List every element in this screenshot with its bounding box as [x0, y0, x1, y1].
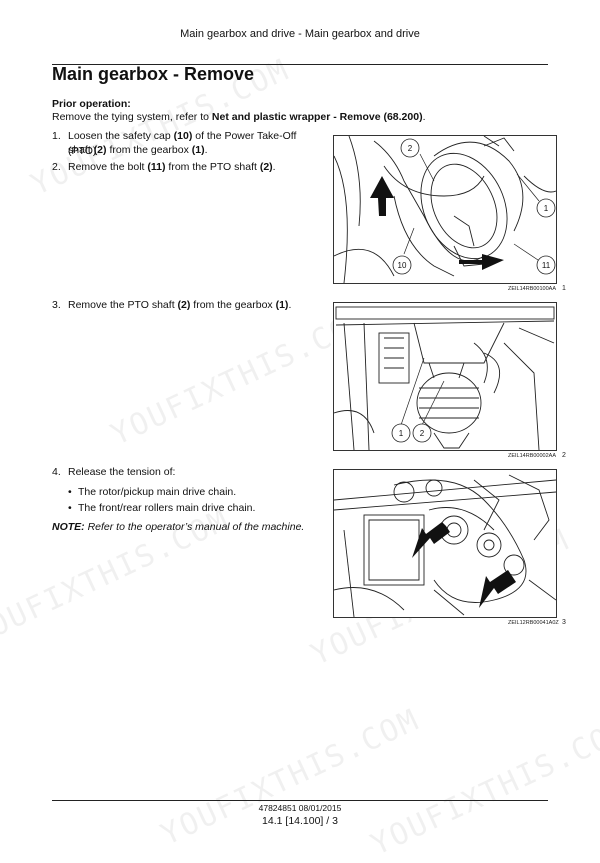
watermark: YOUFIXTHIS.COM: [365, 712, 600, 863]
step-text: Loosen the safety cap (10) of the Power …: [68, 130, 297, 157]
figure-1-number: 1: [562, 285, 566, 292]
note-text: Refer to the operator’s manual of the ma…: [84, 521, 305, 533]
step-text: Remove the PTO shaft (2) from the gearbo…: [68, 299, 292, 311]
callout-label: 1: [544, 204, 549, 213]
step-number: 3.: [52, 299, 61, 311]
list-item-text: The rotor/pickup main drive chain.: [78, 486, 237, 498]
callout-label: 1: [399, 429, 404, 438]
step-text: Remove the bolt (11) from the PTO shaft …: [68, 161, 276, 173]
list-item-text: The front/rear rollers main drive chain.: [78, 502, 256, 514]
callout-label: 2: [408, 144, 413, 153]
step-4: 4. Release the tension of:: [52, 465, 322, 480]
callout-2: [400, 138, 420, 158]
figure-2-number: 2: [562, 452, 566, 459]
figure-2-illustration: 1 2: [333, 302, 557, 451]
callout-1: [536, 198, 556, 218]
callout-2: [412, 423, 432, 443]
header-rule: [52, 64, 548, 65]
step-2: 2. Remove the bolt (11) from the PTO sha…: [52, 160, 322, 175]
step-number: 1.: [52, 130, 61, 142]
figure-3-number: 3: [562, 619, 566, 626]
note-label: NOTE:: [52, 521, 85, 533]
callout-label: 2: [420, 429, 425, 438]
callout-label: 10: [398, 261, 407, 270]
figure-3-illustration: [333, 469, 557, 618]
prior-operation-prefix: Remove the tying system, refer to: [52, 111, 212, 123]
step-number: 4.: [52, 466, 61, 478]
drive-chains-drawing: [334, 474, 556, 617]
figure-3-code: ZEIL12RB00041A0Z: [508, 620, 559, 626]
pto-shaft-gearbox-drawing: 2 1 10 11: [334, 136, 556, 283]
callout-11: [536, 255, 556, 275]
callout-label: 11: [542, 261, 551, 270]
running-header: Main gearbox and drive - Main gearbox an…: [180, 28, 420, 40]
page-number: 14.1 [14.100] / 3: [262, 815, 338, 827]
step-text-line2: shaft (2) from the gearbox (1).: [68, 144, 208, 156]
prior-operation-text: Remove the tying system, refer to Net an…: [52, 111, 492, 123]
figure-1-code: ZEIL14RB00100AA: [508, 286, 557, 292]
bullet-icon: •: [68, 486, 72, 498]
prior-operation-link[interactable]: Net and plastic wrapper - Remove (68.200…: [211, 111, 423, 123]
step-number: 2.: [52, 161, 61, 173]
prior-operation-label: Prior operation:: [52, 98, 131, 110]
step-text: Release the tension of:: [68, 466, 176, 478]
footer-doc-code: 47824851 08/01/2015: [258, 803, 342, 813]
note: NOTE: Refer to the operator’s manual of …: [52, 521, 304, 533]
bullet-icon: •: [68, 502, 72, 514]
step-3: 3. Remove the PTO shaft (2) from the gea…: [52, 298, 322, 313]
pto-shaft-removal-drawing: 1 2: [334, 306, 555, 450]
prior-operation-suffix: .: [422, 111, 426, 123]
figure-2-code: ZEIL14RB00002AA: [508, 453, 557, 459]
callout-10: [392, 255, 412, 275]
step-1: 1. Loosen the safety cap (10) of the Pow…: [52, 129, 322, 159]
footer-rule: [52, 800, 548, 801]
watermark: YOUFIXTHIS.COM: [155, 702, 426, 853]
callout-1: [391, 423, 411, 443]
page-title: Main gearbox - Remove: [52, 64, 255, 84]
figure-1-illustration: 2 1 10 11: [333, 135, 557, 284]
